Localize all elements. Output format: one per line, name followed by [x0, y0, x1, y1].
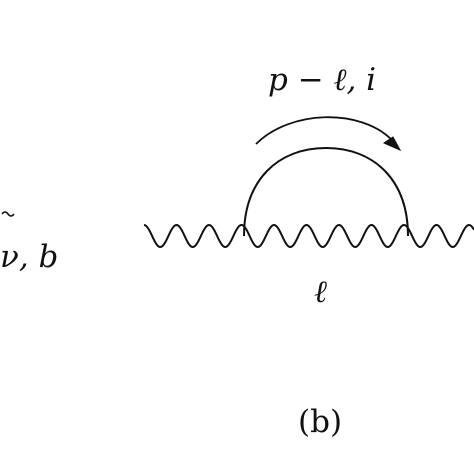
right-panel: p − ℓ, i ℓ (b)	[143, 62, 474, 440]
wavy-propagator-line	[143, 223, 474, 249]
panel-caption: (b)	[298, 404, 342, 440]
left-panel: ν, b	[0, 211, 58, 275]
loop-momentum-label: p − ℓ, i	[268, 62, 376, 98]
left-panel-wavy-line-fragment	[1, 211, 15, 217]
momentum-arrow-head-icon	[382, 136, 402, 152]
left-panel-label: ν, b	[0, 239, 58, 275]
loop-arc	[243, 146, 409, 237]
momentum-arrow-arc	[255, 116, 393, 145]
line-momentum-label: ℓ	[314, 274, 327, 310]
